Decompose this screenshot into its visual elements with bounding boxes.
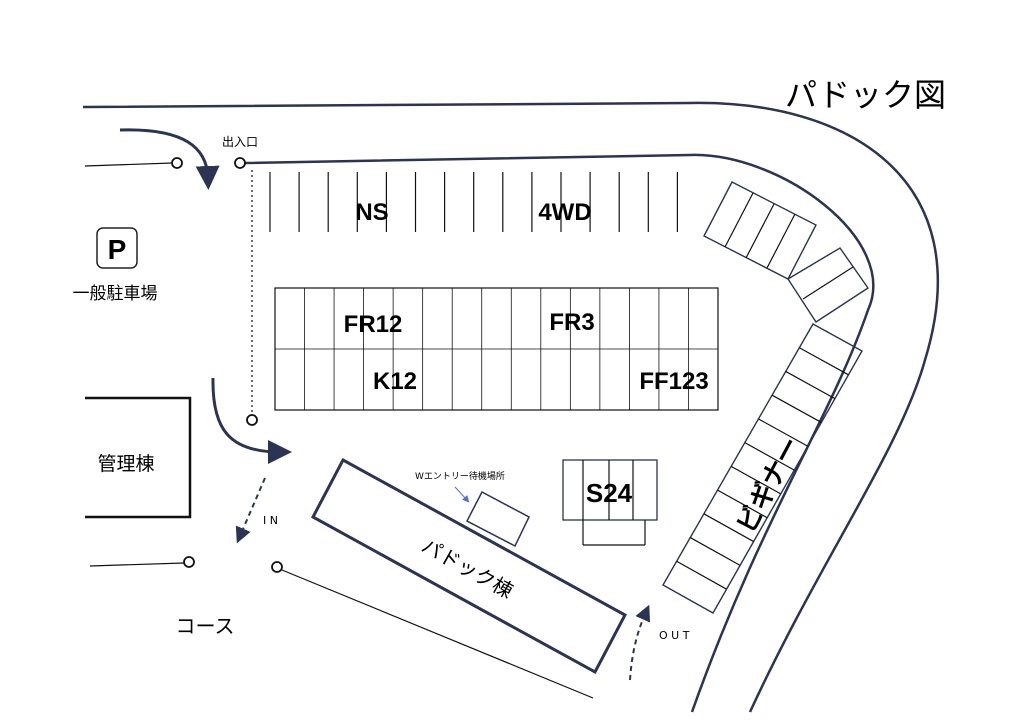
zone-ff123: FF123 (639, 368, 708, 395)
in-label: I N (263, 514, 278, 527)
parking-label: 一般駐車場 (73, 284, 158, 304)
zone-beginner: ビギナー (732, 432, 807, 538)
course-label: コース (176, 614, 235, 638)
gate-post (234, 157, 246, 169)
outer-road-line (82, 101, 939, 713)
paddock-building-label: パドック棟 (418, 533, 518, 603)
gate-post (246, 414, 258, 426)
gate-post (171, 157, 183, 169)
course-road-line (281, 569, 594, 699)
entry-arrow (119, 128, 220, 190)
stall-divider (758, 418, 809, 447)
stall-divider (744, 442, 795, 471)
management-building (85, 396, 192, 519)
in-arrow (235, 477, 266, 544)
zone-ns: NS (355, 199, 388, 226)
map-title: パドック図 (785, 76, 946, 114)
stall-divider (771, 394, 822, 423)
ns-4wd-stalls (269, 172, 679, 232)
stall-divider (717, 489, 768, 519)
stall-divider (785, 370, 836, 400)
w-entry-area (465, 490, 530, 548)
parking-icon-letter: P (108, 234, 127, 265)
inner-road-line (244, 153, 875, 713)
out-arrow (629, 604, 651, 681)
stall-divider (799, 347, 849, 376)
w-entry-label: Wエントリー待機場所 (415, 470, 505, 482)
s24-stalls (562, 459, 658, 546)
stall-divider (676, 560, 727, 590)
zone-fr12: FR12 (344, 311, 403, 338)
gate-post (271, 561, 283, 573)
entry-arrow (211, 377, 292, 464)
zone-fr3: FR3 (549, 309, 594, 336)
corner-stalls (703, 181, 869, 323)
fr-k-ff-stalls (274, 287, 719, 411)
left-road-top (84, 162, 173, 167)
out-label: O U T (659, 629, 690, 642)
zone-k12: K12 (373, 368, 417, 395)
stall-divider (689, 537, 741, 566)
entrance-label: 出入口 (222, 135, 258, 149)
stall-divider (703, 513, 754, 543)
w-entry-arrow (454, 486, 470, 503)
stall-divider (730, 465, 782, 495)
management-label: 管理棟 (97, 453, 154, 475)
zone-s24: S24 (586, 478, 633, 508)
beginner-stalls (662, 323, 863, 614)
zone-4wd: 4WD (538, 199, 591, 226)
parking-icon (96, 227, 138, 269)
gate-post (183, 556, 195, 568)
course-road-line (89, 562, 185, 567)
paddock-building (310, 457, 628, 675)
